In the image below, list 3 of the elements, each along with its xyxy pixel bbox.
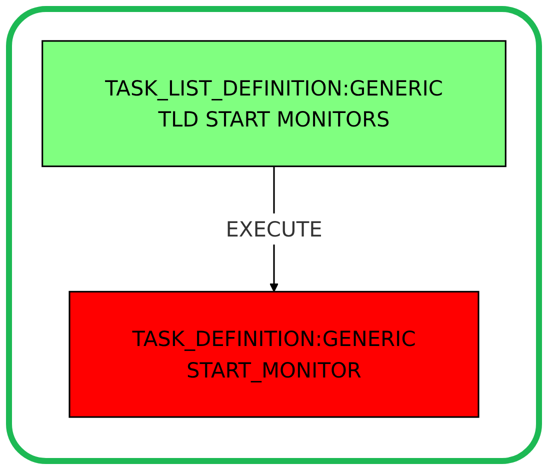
node-box: TASK_DEFINITION:GENERIC START_MONITOR [68,290,480,418]
node-box: TASK_LIST_DEFINITION:GENERIC TLD START MONITORS [42,40,506,168]
edge-label: EXECUTE [226,216,322,242]
